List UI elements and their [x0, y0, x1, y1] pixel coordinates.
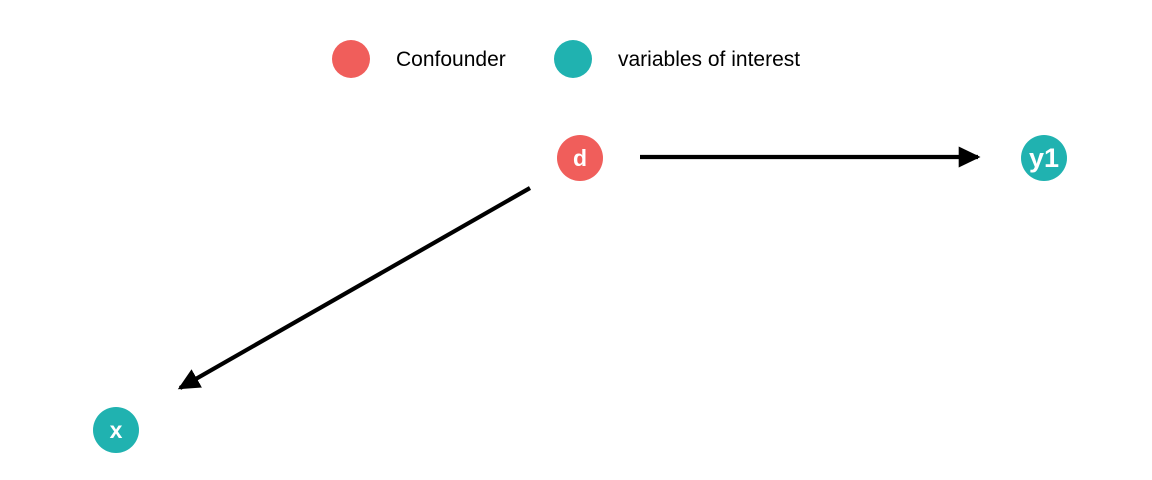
graph-node-x-label: x [109, 416, 123, 443]
graph-node-y1[interactable]: y1 [1021, 135, 1067, 181]
legend-item-variables-of-interest: variables of interest [554, 40, 800, 78]
legend-item-confounder: Confounder [332, 40, 506, 78]
legend-label-variables-of-interest: variables of interest [618, 47, 801, 71]
legend-swatch-confounder-circle-icon [332, 40, 370, 78]
legend-label-confounder: Confounder [396, 47, 506, 71]
graph-node-d[interactable]: d [557, 135, 603, 181]
graph-node-y1-label: y1 [1028, 142, 1060, 173]
graph-node-x[interactable]: x [93, 407, 139, 453]
edge-d-to-x [177, 186, 532, 390]
legend-swatch-variables-circle-icon [554, 40, 592, 78]
graph-node-d-label: d [572, 144, 588, 171]
